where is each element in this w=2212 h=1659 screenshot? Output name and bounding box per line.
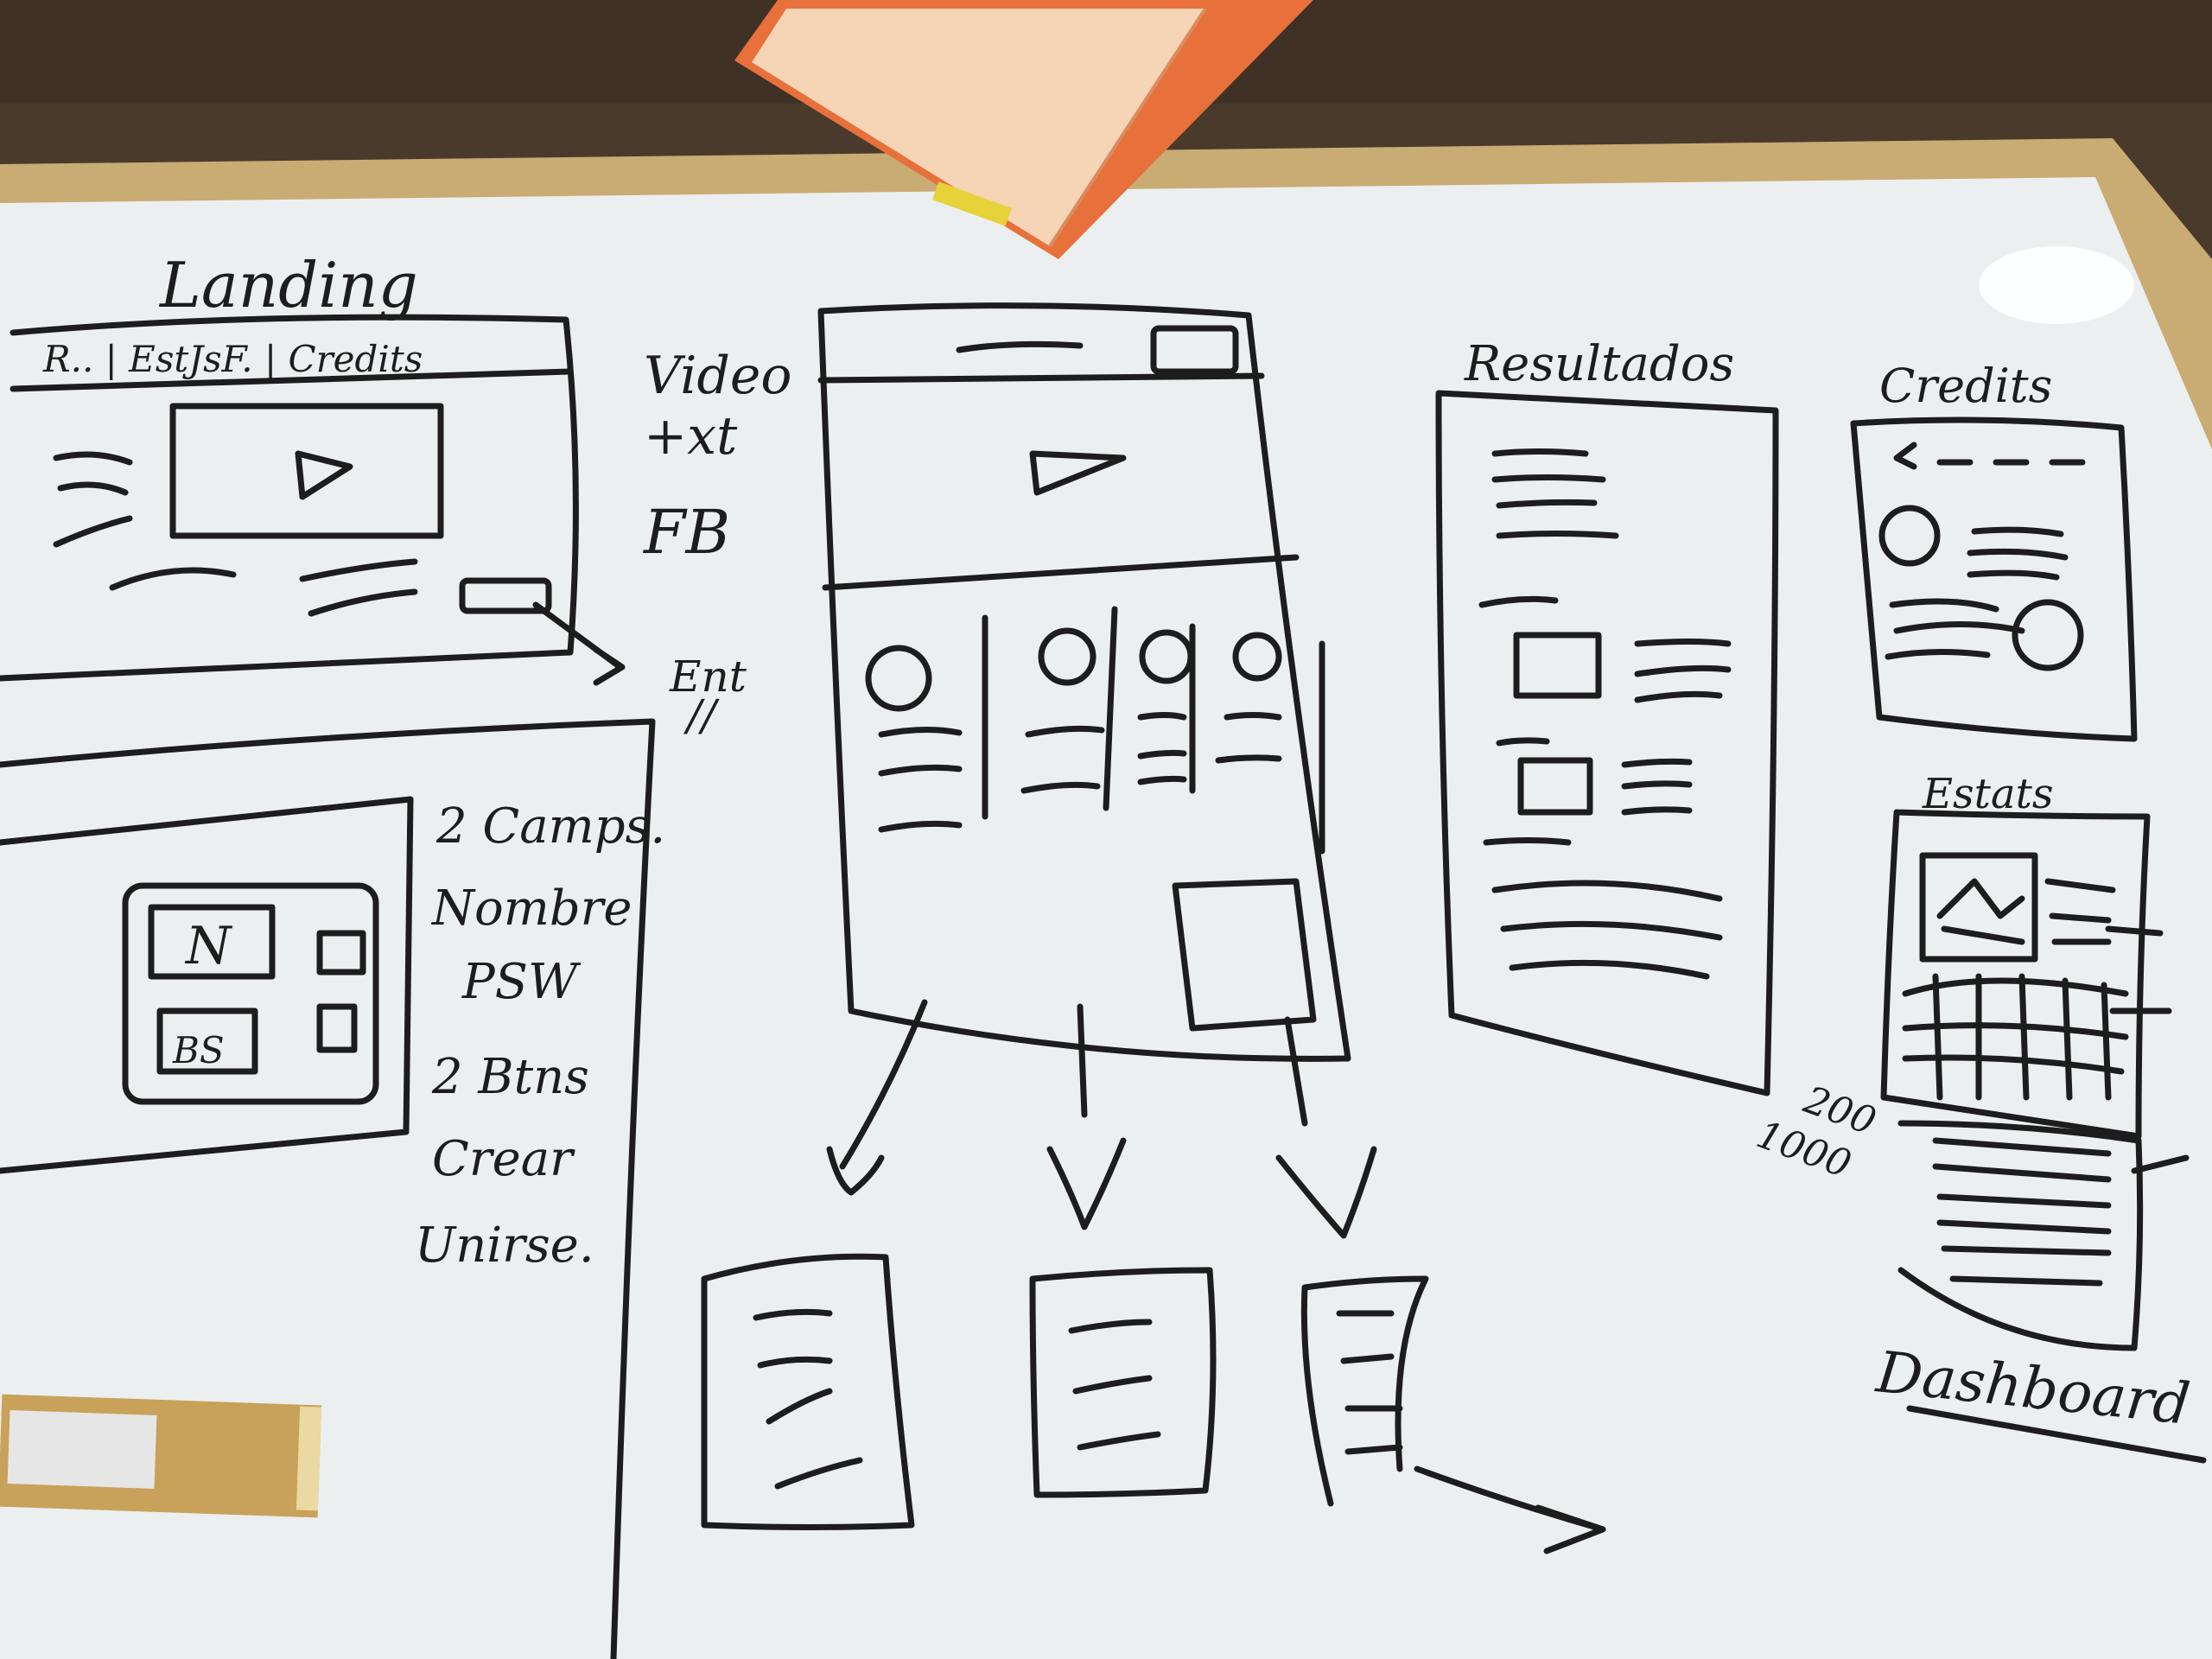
video-label: Video [644, 346, 792, 406]
whiteboard-marker [0, 1394, 322, 1518]
note-line-2: Nombre [430, 880, 632, 937]
avatar-circle-icon [1878, 505, 1941, 567]
resultados-label: Resultados [1464, 336, 1734, 392]
landing-nav-tabs: R.. | EstJsF. | Credits [42, 338, 423, 380]
note-line-1: 2 Camps. [435, 798, 665, 855]
note-line-5: Crear [432, 1131, 575, 1187]
main-page-sketch [817, 302, 1377, 1239]
image-placeholder-icon [1513, 632, 1602, 699]
play-icon [1029, 450, 1127, 496]
landing-sketch [0, 314, 626, 686]
ent-label: Ent [669, 652, 747, 702]
avatar-circle-icon [865, 645, 932, 712]
note-line-3: PSW [461, 954, 582, 1010]
sticky-tab [931, 181, 1013, 226]
notebook [734, 0, 1313, 259]
login-sketch [0, 718, 656, 1659]
fb-label: FB [642, 497, 730, 568]
ent-continuation-label: // [683, 690, 720, 741]
arrow-icon [532, 601, 626, 686]
landing-label: Landing [158, 249, 418, 321]
note-line-6: Unirse. [415, 1217, 594, 1274]
subpage-sketches [701, 1253, 1606, 1554]
estats-label: Estats [1922, 770, 2054, 818]
arrow-icon [1414, 1465, 1606, 1554]
estats-dashboard-sketch [1880, 809, 2207, 1464]
resultados-sketch [1435, 390, 1779, 1096]
header-button [1150, 325, 1239, 375]
txt-label: +xt [644, 406, 738, 467]
image-placeholder-icon [1919, 852, 2038, 963]
landing-button [459, 577, 552, 614]
login-bs-label: BS [172, 1029, 225, 1071]
credits-sketch [1850, 416, 2138, 742]
login-n-label: N [184, 916, 233, 976]
credits-label: Credits [1879, 359, 2052, 413]
note-line-4: 2 Btns [431, 1049, 589, 1105]
whiteboard-surface [0, 177, 2212, 1659]
play-icon [295, 450, 353, 500]
